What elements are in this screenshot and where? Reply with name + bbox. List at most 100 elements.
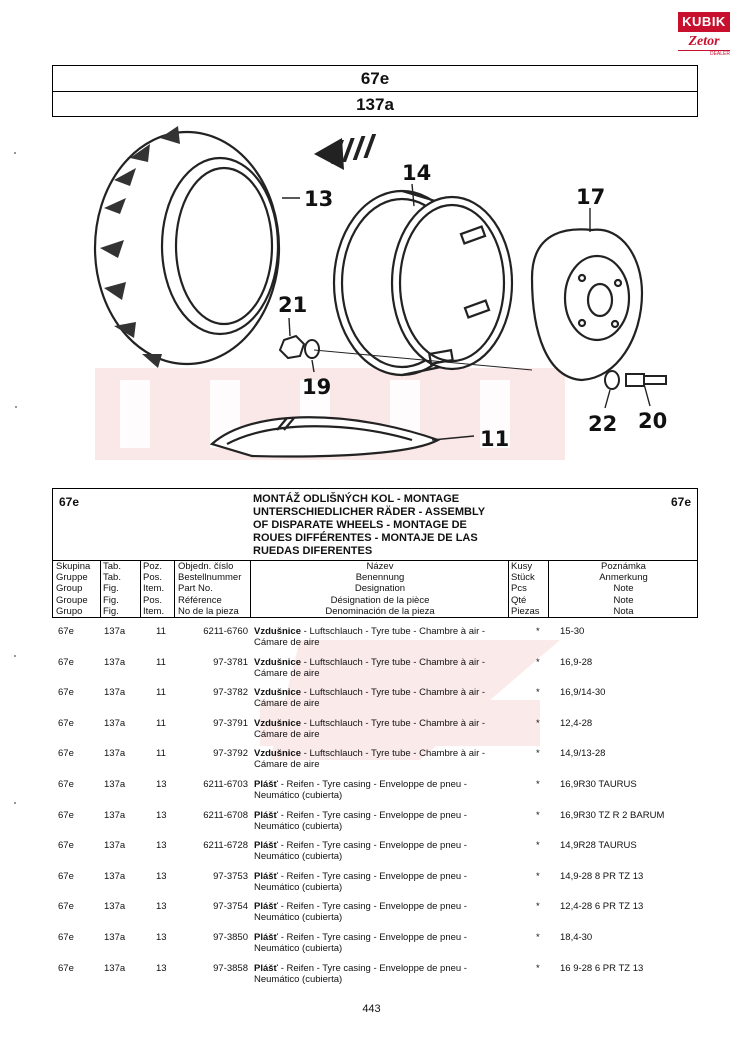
row-group: 67e bbox=[58, 748, 74, 760]
header-divider bbox=[53, 560, 697, 561]
row-designation-bold: Plášť bbox=[254, 809, 279, 821]
callout-20: 20 bbox=[638, 409, 667, 433]
row-designation-rest: - Luftschlauch - Tyre tube - Chambre à a… bbox=[301, 656, 486, 668]
row-designation-rest: - Reifen - Tyre casing - Enveloppe de pn… bbox=[278, 870, 467, 882]
direction-arrow-icon bbox=[314, 134, 377, 170]
row-qty: * bbox=[536, 870, 540, 882]
row-qty: * bbox=[536, 809, 540, 821]
row-designation: Plášť - Reifen - Tyre casing - Enveloppe… bbox=[254, 871, 524, 893]
row-qty: * bbox=[536, 778, 540, 790]
row-designation-line2: Cámare de aire bbox=[254, 759, 320, 771]
row-pos: 13 bbox=[156, 809, 167, 821]
row-designation-rest: - Reifen - Tyre casing - Enveloppe de pn… bbox=[278, 809, 467, 821]
row-part-number: 97-3782 bbox=[213, 687, 248, 699]
row-designation-line2: Neumático (cubierta) bbox=[254, 942, 343, 954]
row-note: 16 9-28 6 PR TZ 13 bbox=[560, 962, 644, 974]
row-designation: Vzdušnice - Luftschlauch - Tyre tube - C… bbox=[254, 718, 524, 740]
row-part-number: 6211-6703 bbox=[203, 778, 248, 790]
row-designation-line2: Neumático (cubierta) bbox=[254, 789, 343, 801]
row-designation-rest: - Reifen - Tyre casing - Enveloppe de pn… bbox=[278, 962, 467, 974]
row-designation-rest: - Luftschlauch - Tyre tube - Chambre à a… bbox=[301, 717, 486, 729]
row-designation-bold: Vzdušnice bbox=[254, 748, 301, 760]
row-designation: Plášť - Reifen - Tyre casing - Enveloppe… bbox=[254, 963, 524, 985]
section-title: MONTÁŽ ODLIŠNÝCH KOL - MONTAGE UNTERSCHI… bbox=[253, 493, 485, 558]
row-qty: * bbox=[536, 656, 540, 668]
scan-speck bbox=[14, 655, 16, 657]
row-designation-rest: - Luftschlauch - Tyre tube - Chambre à a… bbox=[301, 626, 486, 637]
row-designation-line2: Cámare de aire bbox=[254, 728, 320, 740]
row-fig: 137a bbox=[104, 687, 126, 699]
row-group: 67e bbox=[58, 931, 74, 943]
row-designation: Plášť - Reifen - Tyre casing - Enveloppe… bbox=[254, 810, 524, 832]
page-number: 443 bbox=[362, 1003, 381, 1015]
logo-zetor-text: Zetor bbox=[688, 34, 720, 49]
group-code: 67e bbox=[360, 69, 390, 88]
row-designation-bold: Vzdušnice bbox=[254, 626, 301, 637]
row-part-number: 97-3792 bbox=[213, 748, 248, 760]
row-note: 12,4-28 6 PR TZ 13 bbox=[560, 901, 644, 913]
row-note: 14,9R28 TAURUS bbox=[560, 840, 637, 852]
row-designation-line2: Neumático (cubierta) bbox=[254, 973, 343, 985]
row-designation-bold: Plášť bbox=[254, 962, 279, 974]
row-note: 12,4-28 bbox=[560, 717, 593, 729]
row-fig: 137a bbox=[104, 840, 126, 852]
row-designation: Plášť - Reifen - Tyre casing - Enveloppe… bbox=[254, 932, 524, 954]
row-designation: Vzdušnice - Luftschlauch - Tyre tube - C… bbox=[254, 657, 524, 679]
row-pos: 13 bbox=[156, 840, 167, 852]
scan-speck bbox=[14, 152, 16, 154]
row-part-number: 97-3858 bbox=[213, 962, 248, 974]
row-pos: 13 bbox=[156, 870, 167, 882]
row-note: 16,9-28 bbox=[560, 656, 593, 668]
row-designation: Plášť - Reifen - Tyre casing - Enveloppe… bbox=[254, 779, 524, 801]
assembly-line bbox=[313, 349, 533, 371]
figure-header: 67e 137a bbox=[52, 65, 698, 117]
row-designation: Plášť - Reifen - Tyre casing - Enveloppe… bbox=[254, 840, 524, 862]
row-fig: 137a bbox=[104, 931, 126, 943]
row-pos: 11 bbox=[156, 656, 166, 668]
row-pos: 11 bbox=[156, 687, 166, 699]
row-designation-bold: Plášť bbox=[254, 901, 279, 913]
section-header: 67e 67e MONTÁŽ ODLIŠNÝCH KOL - MONTAGE U… bbox=[52, 488, 698, 618]
leader-lines bbox=[282, 183, 651, 441]
row-note: 15-30 bbox=[560, 626, 585, 637]
row-designation-line2: Cámare de aire bbox=[254, 637, 320, 648]
row-part-number: 6211-6728 bbox=[203, 840, 248, 852]
row-designation-bold: Plášť bbox=[254, 870, 279, 882]
row-designation-bold: Vzdušnice bbox=[254, 717, 301, 729]
row-designation-line2: Cámare de aire bbox=[254, 667, 320, 679]
row-designation-rest: - Reifen - Tyre casing - Enveloppe de pn… bbox=[278, 931, 467, 943]
row-qty: * bbox=[536, 962, 540, 974]
row-designation-line2: Cámare de aire bbox=[254, 698, 320, 710]
rim-drawing bbox=[332, 189, 514, 377]
row-designation-bold: Plášť bbox=[254, 931, 279, 943]
row-note: 16,9R30 TAURUS bbox=[560, 778, 637, 790]
row-fig: 137a bbox=[104, 778, 126, 790]
wheel-disc-drawing bbox=[530, 228, 644, 382]
scan-speck bbox=[14, 802, 16, 804]
row-group: 67e bbox=[58, 962, 74, 974]
tyre-drawing bbox=[93, 126, 281, 368]
scan-speck bbox=[15, 406, 17, 408]
row-note: 14,9/13-28 bbox=[560, 748, 606, 760]
row-designation: Vzdušnice - Luftschlauch - Tyre tube - C… bbox=[254, 626, 524, 648]
row-designation-rest: - Luftschlauch - Tyre tube - Chambre à a… bbox=[301, 687, 486, 699]
row-designation-rest: - Reifen - Tyre casing - Enveloppe de pn… bbox=[278, 901, 467, 913]
row-designation-bold: Vzdušnice bbox=[254, 656, 301, 668]
row-group: 67e bbox=[58, 901, 74, 913]
callout-14: 14 bbox=[402, 161, 431, 185]
row-pos: 11 bbox=[156, 717, 166, 729]
callout-17: 17 bbox=[576, 185, 605, 209]
row-designation-bold: Plášť bbox=[254, 778, 279, 790]
row-designation-line2: Neumático (cubierta) bbox=[254, 820, 343, 832]
